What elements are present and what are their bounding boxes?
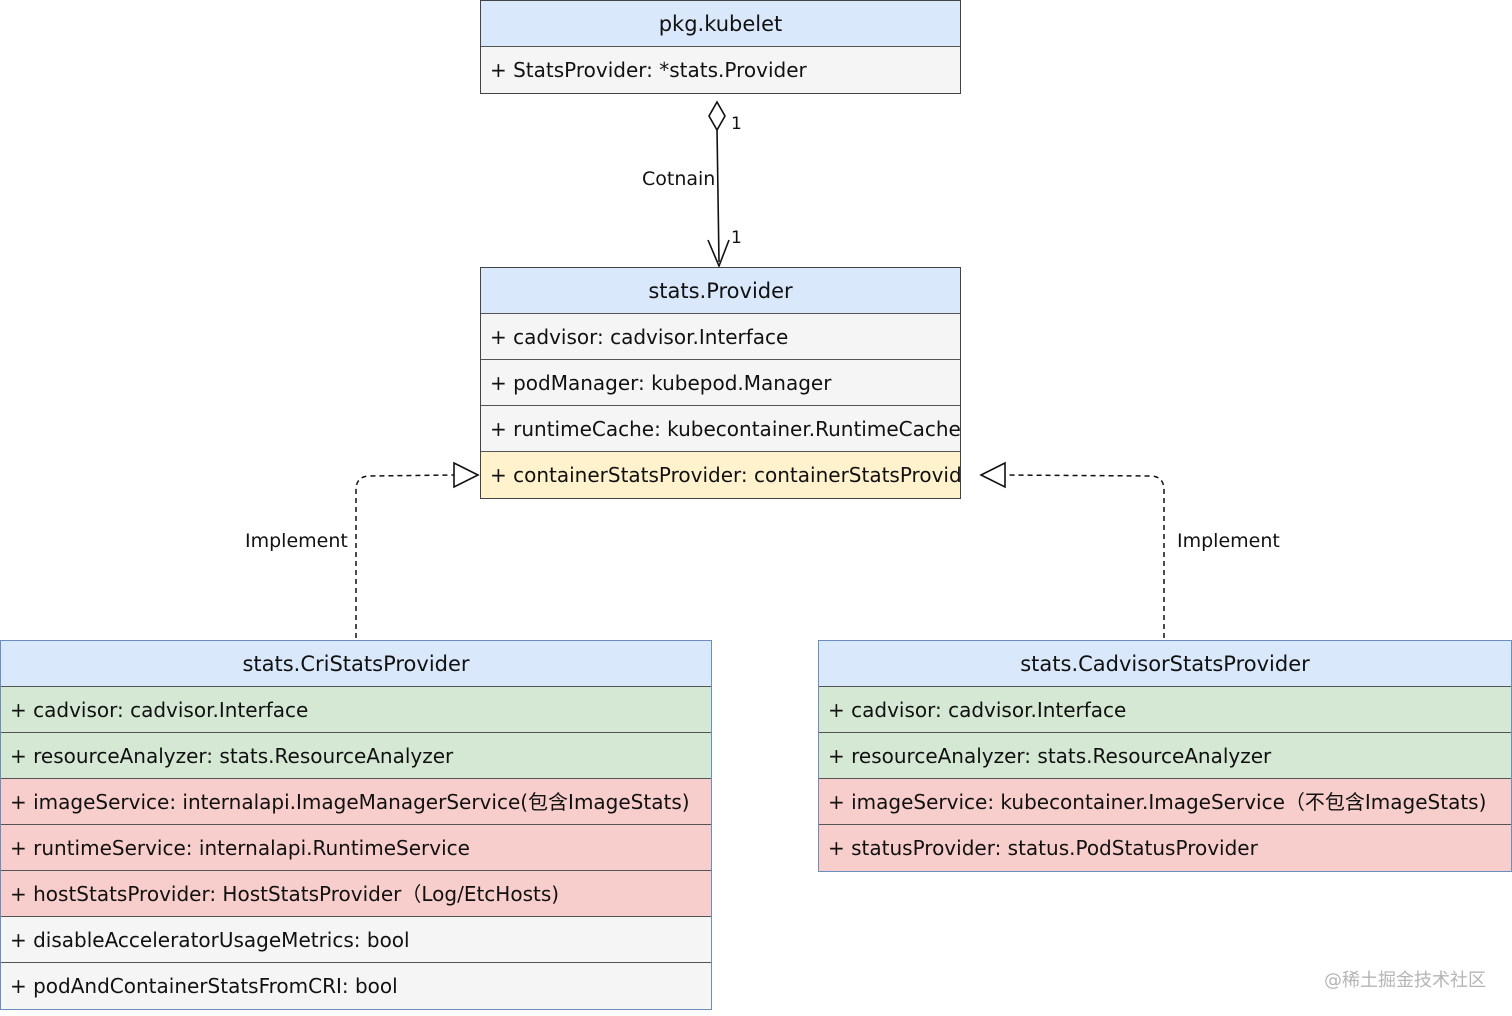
class-title: stats.CadvisorStatsProvider [819,641,1511,687]
class-cri-stats-provider[interactable]: stats.CriStatsProvider + cadvisor: cadvi… [0,640,712,1010]
class-pkg-kubelet[interactable]: pkg.kubelet + StatsProvider: *stats.Prov… [480,0,961,94]
class-field-highlighted: + containerStatsProvider: containerStats… [481,452,960,498]
multiplicity-source: 1 [731,114,742,134]
class-cadvisor-stats-provider[interactable]: stats.CadvisorStatsProvider + cadvisor: … [818,640,1512,872]
class-title: pkg.kubelet [481,1,960,47]
implement-left-line [355,461,480,638]
class-field-shared: + resourceAnalyzer: stats.ResourceAnalyz… [1,733,711,779]
watermark: @稀土掘金技术社区 [1324,970,1486,991]
realization-triangle-right [979,461,1006,489]
class-field: + disableAcceleratorUsageMetrics: bool [1,917,711,963]
class-field: + podManager: kubepod.Manager [481,360,960,406]
realization-triangle-left [453,461,480,489]
class-field-shared: + cadvisor: cadvisor.Interface [1,687,711,733]
class-field-distinct: + hostStatsProvider: HostStatsProvider（L… [1,871,711,917]
multiplicity-target: 1 [731,228,742,248]
class-title: stats.Provider [481,268,960,314]
implement-right-line [979,461,1165,638]
class-field-shared: + resourceAnalyzer: stats.ResourceAnalyz… [819,733,1511,779]
aggregation-diamond [708,100,726,132]
class-field-shared: + cadvisor: cadvisor.Interface [819,687,1511,733]
class-title: stats.CriStatsProvider [1,641,711,687]
implement-left-label: Implement [245,530,348,552]
class-field-distinct: + runtimeService: internalapi.RuntimeSer… [1,825,711,871]
contain-relation-line [707,100,730,269]
open-arrowhead [707,239,730,269]
class-field-distinct: + imageService: kubecontainer.ImageServi… [819,779,1511,825]
implement-right-label: Implement [1177,530,1280,552]
class-field: + runtimeCache: kubecontainer.RuntimeCac… [481,406,960,452]
class-field-distinct: + imageService: internalapi.ImageManager… [1,779,711,825]
class-field: + StatsProvider: *stats.Provider [481,47,960,93]
class-field: + cadvisor: cadvisor.Interface [481,314,960,360]
class-field-distinct: + statusProvider: status.PodStatusProvid… [819,825,1511,871]
contain-label: Cotnain [642,168,716,190]
class-field: + podAndContainerStatsFromCRI: bool [1,963,711,1009]
class-stats-provider[interactable]: stats.Provider + cadvisor: cadvisor.Inte… [480,267,961,499]
